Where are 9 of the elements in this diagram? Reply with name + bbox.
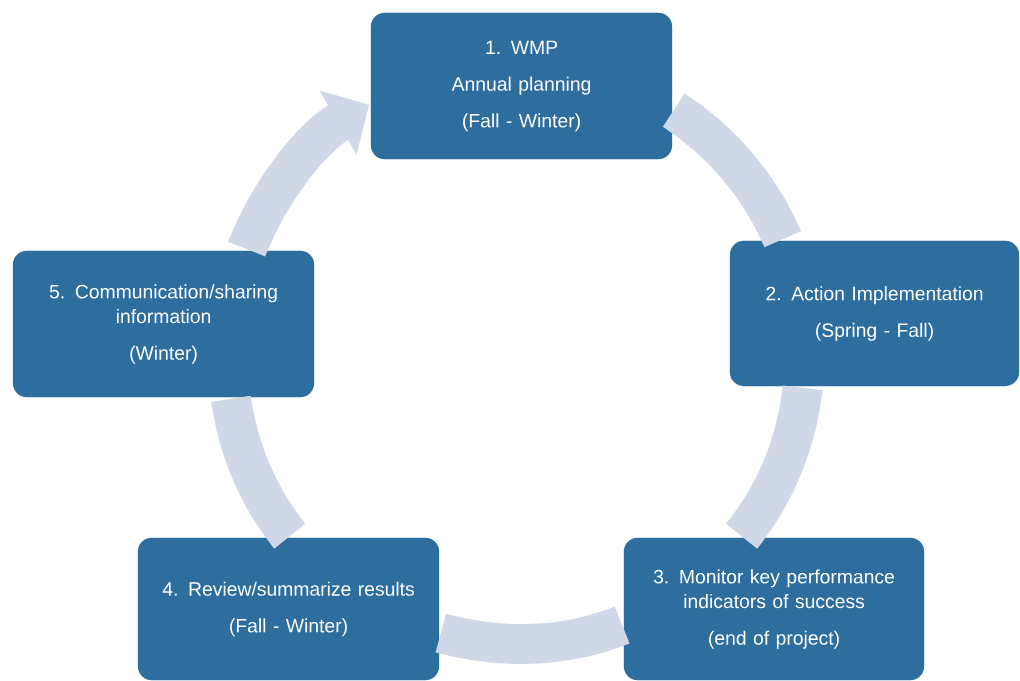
arc-segment bbox=[436, 606, 630, 664]
arc-segment bbox=[725, 385, 823, 549]
process-box: 4. Review/summarize results (Fall - Winter) bbox=[136, 536, 441, 681]
process-box: 5. Communication/sharing information (Winter) bbox=[11, 249, 316, 399]
process-box: 2. Action Implementation (Spring - Fall) bbox=[728, 239, 1020, 388]
arc-segment bbox=[211, 395, 306, 549]
process-box: 1. WMP Annual planning (Fall - Winter) bbox=[369, 11, 674, 161]
process-box: 3. Monitor key performance indicators of success (end of project) bbox=[622, 536, 926, 681]
arc-segment bbox=[662, 93, 801, 248]
